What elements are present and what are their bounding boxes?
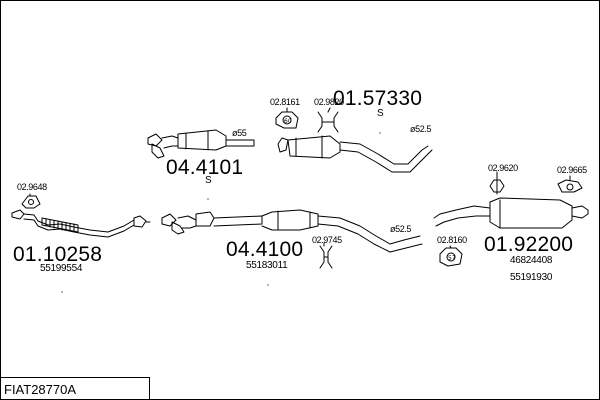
mount-02-9620-code: 02.9620 bbox=[488, 163, 518, 173]
centre-upper-diameter: ø52.5 bbox=[410, 124, 432, 134]
mount-02-9665-part[interactable] bbox=[557, 179, 583, 193]
mount-02-9665-code: 02.9665 bbox=[557, 165, 587, 175]
rear-silencer-code: 01.92200 bbox=[484, 233, 574, 256]
rear-silencer-oem-2: 55191930 bbox=[510, 272, 553, 283]
rear-silencer-part[interactable] bbox=[433, 197, 589, 229]
centre-upper-suffix: S bbox=[377, 108, 384, 119]
mount-02-8161-code: 02.8161 bbox=[270, 97, 300, 107]
centre-upper-code: 01.57330 bbox=[333, 87, 423, 110]
mount-02-9745-code: 02.9745 bbox=[312, 235, 342, 245]
mount-02-8161-part[interactable] bbox=[275, 111, 299, 129]
front-pipe-code: 01.10258 bbox=[13, 243, 103, 266]
catalyst-lower-code: 04.4100 bbox=[226, 238, 304, 261]
reference-box: FIAT28770A bbox=[0, 377, 150, 399]
front-clamp-part[interactable] bbox=[21, 195, 41, 209]
front-pipe-part[interactable] bbox=[11, 209, 151, 238]
catalyst-lower-diameter: ø52.5 bbox=[390, 224, 412, 234]
catalyst-lower-part[interactable] bbox=[161, 209, 423, 253]
centre-upper-part[interactable] bbox=[277, 135, 433, 173]
mount-02-8160-code: 02.8160 bbox=[437, 235, 467, 245]
reference-code: FIAT28770A bbox=[4, 382, 77, 397]
catalyst-upper-diameter: ø55 bbox=[232, 128, 247, 138]
front-pipe-oem: 55199554 bbox=[40, 263, 83, 274]
mount-02-9820-part[interactable] bbox=[317, 111, 339, 133]
catalyst-lower-oem: 55183011 bbox=[246, 260, 288, 271]
mount-02-9745-part[interactable] bbox=[319, 245, 333, 269]
catalyst-upper-code: 04.4101 bbox=[166, 156, 244, 179]
front-clamp-code: 02.9648 bbox=[17, 182, 47, 192]
mount-02-9620-part[interactable] bbox=[489, 177, 505, 195]
mount-glyph-57: 57 bbox=[448, 255, 456, 262]
mount-02-9820-code: 02.9820 bbox=[314, 97, 344, 107]
rear-silencer-oem-1: 46824408 bbox=[510, 255, 553, 266]
catalyst-upper-suffix: S bbox=[205, 175, 212, 186]
mount-02-8160-part[interactable] bbox=[439, 247, 463, 267]
catalyst-upper-part[interactable] bbox=[147, 129, 255, 159]
mount-glyph-60: 60 bbox=[284, 118, 292, 125]
